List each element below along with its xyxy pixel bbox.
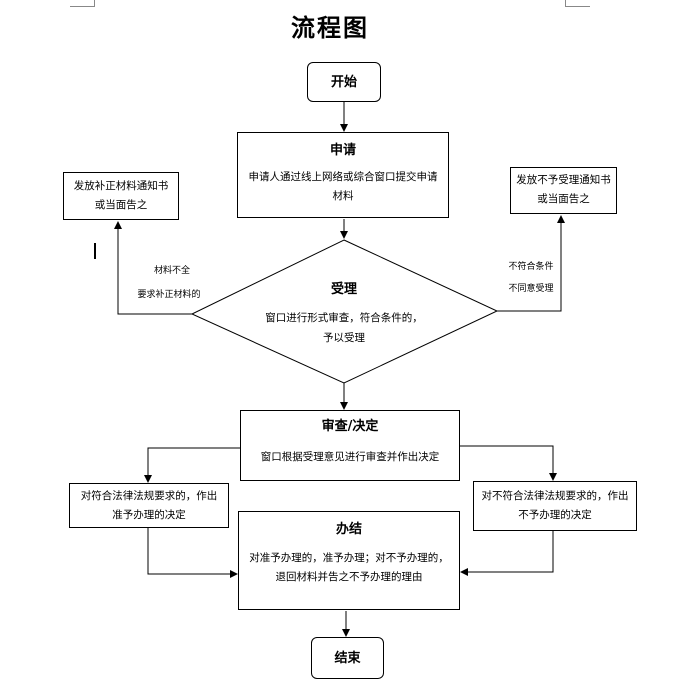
right-decision-text: 对不符合法律法规要求的，作出不予办理的决定 (481, 490, 629, 521)
right-branch-line-1: 不符合条件 (508, 262, 554, 272)
corner-mark-right (565, 0, 566, 6)
accept-heading: 受理 (330, 282, 357, 297)
finish-box: 办结 对准予办理的，准予办理；对不予办理的，退回材料并告之不予办理的理由 (238, 511, 460, 610)
apply-text: 申请人通过线上网络或综合窗口提交申请材料 (248, 171, 438, 202)
left-decision-box: 对符合法律法规要求的，作出准予办理的决定 (69, 483, 229, 528)
finish-text: 对准予办理的，准予办理；对不予办理的，退回材料并告之不予办理的理由 (249, 552, 449, 583)
left-notice-box: 发放补正材料通知书或当面告之 (63, 172, 179, 220)
end-label: 结束 (334, 650, 361, 666)
left-branch-label: 材料不全 要求补正材料的 (124, 262, 214, 304)
right-branch-line-2: 不同意受理 (508, 284, 554, 294)
right-decision-box: 对不符合法律法规要求的，作出不予办理的决定 (473, 481, 637, 531)
review-box: 审查/决定 窗口根据受理意见进行审查并作出决定 (240, 410, 460, 481)
left-notice-text: 发放补正材料通知书或当面告之 (73, 180, 169, 211)
apply-heading: 申请 (329, 143, 356, 158)
accept-content: 受理 窗口进行形式审查，符合条件的，予以受理 (264, 280, 424, 348)
page-title: 流程图 (291, 13, 369, 42)
accept-text: 窗口进行形式审查，符合条件的，予以受理 (265, 312, 423, 344)
right-notice-text: 发放不予受理通知书或当面告之 (516, 174, 611, 205)
finish-heading: 办结 (335, 522, 362, 537)
start-node: 开始 (307, 62, 381, 102)
accept-diamond (190, 239, 499, 384)
right-notice-box: 发放不予受理通知书或当面告之 (510, 167, 617, 214)
right-branch-label: 不符合条件 不同意受理 (496, 258, 566, 298)
left-branch-line-1: 材料不全 (153, 266, 190, 276)
end-node: 结束 (311, 637, 384, 679)
apply-box: 申请 申请人通过线上网络或综合窗口提交申请材料 (237, 132, 449, 218)
review-heading: 审查/决定 (321, 419, 379, 434)
corner-mark-left-h (70, 6, 95, 7)
review-text: 窗口根据受理意见进行审查并作出决定 (260, 451, 440, 463)
text-cursor (94, 243, 96, 259)
left-branch-line-2: 要求补正材料的 (137, 290, 201, 300)
left-decision-text: 对符合法律法规要求的，作出准予办理的决定 (80, 490, 218, 521)
start-label: 开始 (330, 74, 357, 90)
corner-mark-left (94, 0, 95, 6)
corner-mark-right-h (565, 6, 590, 7)
